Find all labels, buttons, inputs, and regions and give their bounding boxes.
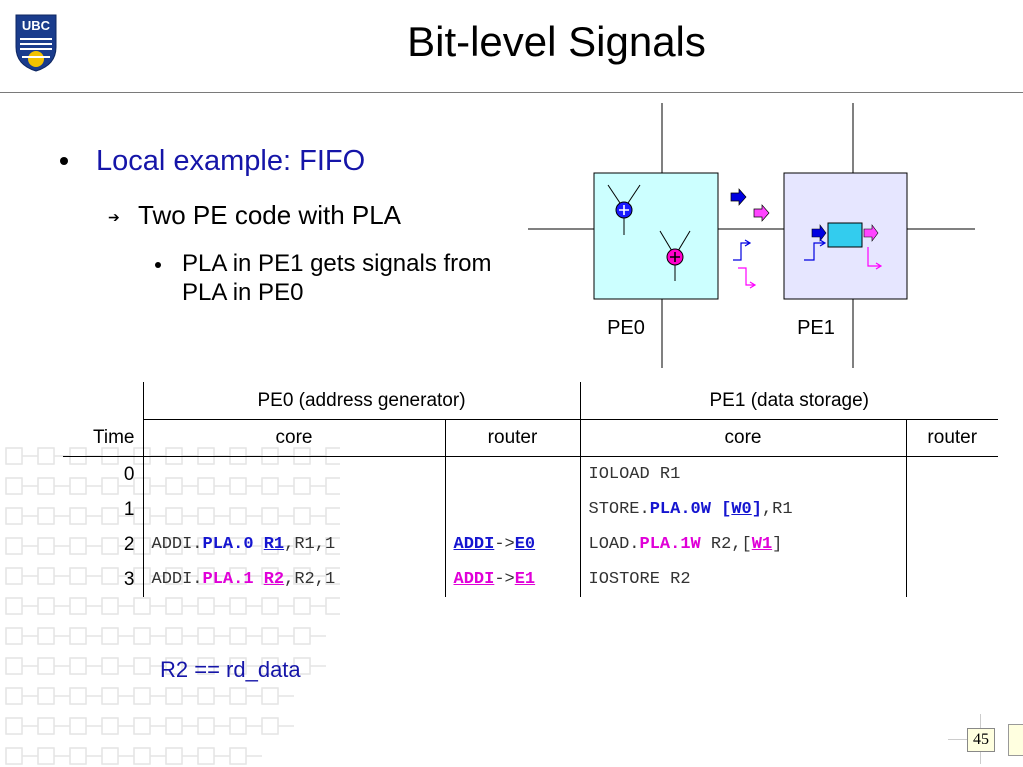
pe0-adder-2-icon [659,230,691,281]
pe1-core-header: core [579,419,906,457]
pe1-router-cell [905,527,998,562]
table-group-header-row: PE0 (address generator) PE1 (data storag… [63,382,998,420]
table-row: 0 IOLOAD R1 [63,456,998,492]
pe1-core-cell: STORE.PLA.0W [W0],R1 [579,492,906,527]
pe0-bit-wires-icon [733,239,757,289]
bullet-dot-icon [155,262,161,268]
pe0-adder-1-icon [607,184,641,235]
pe1-magenta-output-icon [863,224,879,242]
pe1-router-cell [905,562,998,597]
page-number: 45 [967,728,995,752]
ubc-logo: UBC [15,14,57,72]
pe1-router-header: router [905,419,998,457]
pe0-core-header: core [142,419,445,457]
pe0-core-cell: ADDI.PLA.0 R1,R1,1 [142,527,445,562]
magenta-signal-arrow-icon [753,204,770,222]
pe-diagram: PE0 PE1 [528,103,975,368]
time-header: Time [63,419,143,457]
table-sub-header-row: Time core router core router [63,419,998,457]
pe0-router-header: router [444,419,580,457]
arrow-bullet-icon: ➔ [108,209,120,225]
page-corner-decoration [1008,724,1023,756]
pe1-blue-input-icon [811,224,827,242]
bullet-dot-icon [60,157,68,165]
time-cell: 3 [123,568,135,590]
pe0-router-cell [444,456,580,492]
table-row: 2 ADDI.PLA.0 R1,R1,1 ADDI->E0 LOAD.PLA.1… [63,527,998,562]
note-text: R2 == rd_data [160,657,301,682]
bullet-level3: PLA in PE1 gets signals from PLA in PE0 [155,249,502,307]
pe1-router-cell [905,456,998,492]
pe1-bit-wires-icon [804,239,883,270]
pe0-router-cell: ADDI->E1 [444,562,580,597]
pe0-core-cell [142,456,445,492]
page-marker-line [948,739,970,740]
pe1-group-header: PE1 (data storage) [579,382,998,420]
pe0-group-header: PE0 (address generator) [142,382,580,420]
pe0-router-cell [444,492,580,527]
signal-table: PE0 (address generator) PE1 (data storag… [63,382,998,597]
bullet-level2-text: Two PE code with PLA [138,200,402,230]
pe1-router-cell [905,492,998,527]
table-row: 1 STORE.PLA.0W [W0],R1 [63,492,998,527]
time-cell: 0 [123,463,135,485]
pe0-label: PE0 [607,317,645,339]
blue-signal-arrow-icon [730,188,747,206]
pe0-core-cell [142,492,445,527]
pe1-core-cell: IOLOAD R1 [579,456,906,492]
table-row: 3 ADDI.PLA.1 R2,R2,1 ADDI->E1 IOSTORE R2 [63,562,998,597]
time-cell: 1 [123,498,135,520]
pe0-core-cell: ADDI.PLA.1 R2,R2,1 [142,562,445,597]
bullet-level3-text: PLA in PE1 gets signals from PLA in PE0 [182,250,492,306]
pe0-box [593,172,719,300]
routing-wires [528,103,975,368]
bullet-level1-text: Local example: FIFO [96,145,366,177]
bullet-level1: Local example: FIFO [60,145,365,178]
bullet-level2: ➔ Two PE code with PLA [108,200,401,231]
time-cell: 2 [123,533,135,555]
slide-title: Bit-level Signals [407,18,706,65]
pe1-core-cell: LOAD.PLA.1W R2,[W1] [579,527,906,562]
pe1-core-cell: IOSTORE R2 [579,562,906,597]
pe0-router-cell: ADDI->E0 [444,527,580,562]
storage-register-icon [827,222,863,248]
title-divider [0,92,1023,93]
pe1-label: PE1 [797,317,835,339]
svg-text:UBC: UBC [22,18,51,33]
